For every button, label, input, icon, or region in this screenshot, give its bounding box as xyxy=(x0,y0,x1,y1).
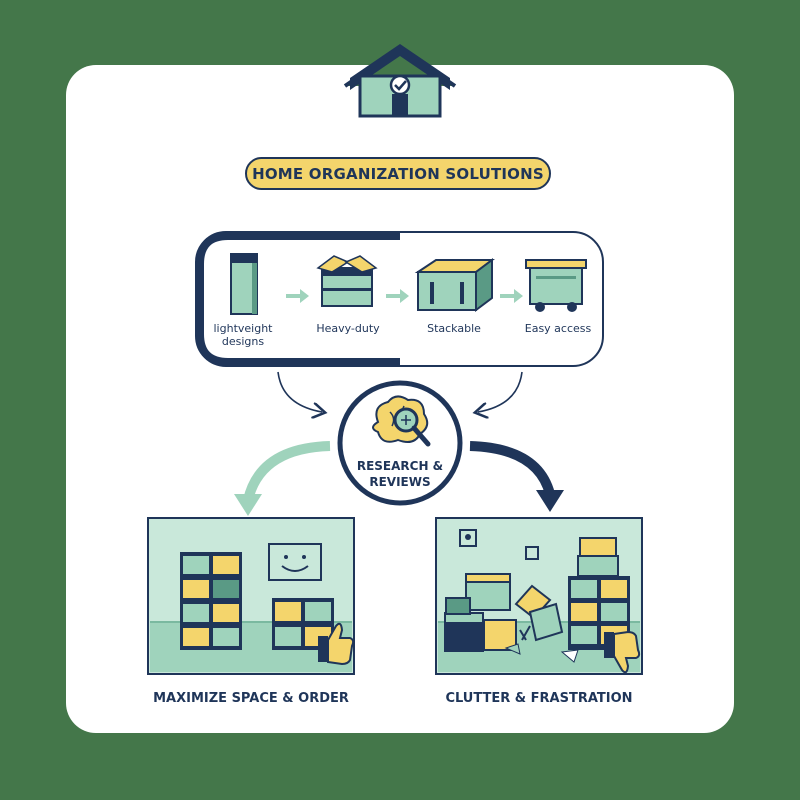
step-label-line1: lightveight xyxy=(213,322,273,335)
wheeled-bin-icon xyxy=(525,259,587,312)
good-outcome-arrowhead xyxy=(234,494,262,516)
flow-arrow-left-in xyxy=(277,371,322,412)
tall-storage-box-icon xyxy=(230,253,258,315)
flow-arrow-right-in xyxy=(478,371,523,412)
outcome-label-bad: CLUTTER & FRASTRATION xyxy=(445,691,633,706)
toppled-bins xyxy=(444,573,579,663)
research-label: RESEARCH & REVIEWS xyxy=(350,458,450,490)
research-label-line2: REVIEWS xyxy=(369,475,431,489)
step-label-line2: designs xyxy=(221,335,265,348)
bad-outcome-arrow xyxy=(469,441,555,496)
research-circle xyxy=(337,380,463,506)
open-heavy-duty-bin-icon xyxy=(316,255,378,307)
research-label-line1: RESEARCH & xyxy=(356,459,444,473)
outcome-label-good: MAXIMIZE SPACE & ORDER xyxy=(153,691,349,706)
shelf-stack-left xyxy=(180,552,242,650)
stackable-bin-icon xyxy=(414,258,495,312)
brain-magnifier-icon xyxy=(372,395,431,447)
step-arrow-1 xyxy=(286,289,309,303)
title-banner: HOME ORGANIZATION SOLUTIONS xyxy=(245,157,551,190)
smiley-frame-icon xyxy=(268,543,322,581)
process-bracket xyxy=(196,232,400,366)
house-check-icon xyxy=(343,44,457,118)
good-outcome-arrow xyxy=(243,441,331,502)
step-label-easy-access: Easy access xyxy=(524,322,592,335)
step-label-heavy-duty: Heavy-duty xyxy=(316,322,380,335)
step-arrow-2 xyxy=(386,289,409,303)
wall-frame-small-icon xyxy=(525,546,539,560)
organized-room-scene xyxy=(147,517,355,675)
step-label-stackable: Stackable xyxy=(427,322,481,335)
step-arrow-3 xyxy=(500,289,523,303)
step-label-lightweight: lightveight designs xyxy=(213,322,273,348)
thumbs-down-icon xyxy=(604,630,641,674)
bad-outcome-arrowhead xyxy=(536,490,564,512)
thumbs-up-icon xyxy=(318,622,355,666)
cluttered-room-scene xyxy=(435,517,643,675)
diagram-title: HOME ORGANIZATION SOLUTIONS xyxy=(252,164,544,183)
